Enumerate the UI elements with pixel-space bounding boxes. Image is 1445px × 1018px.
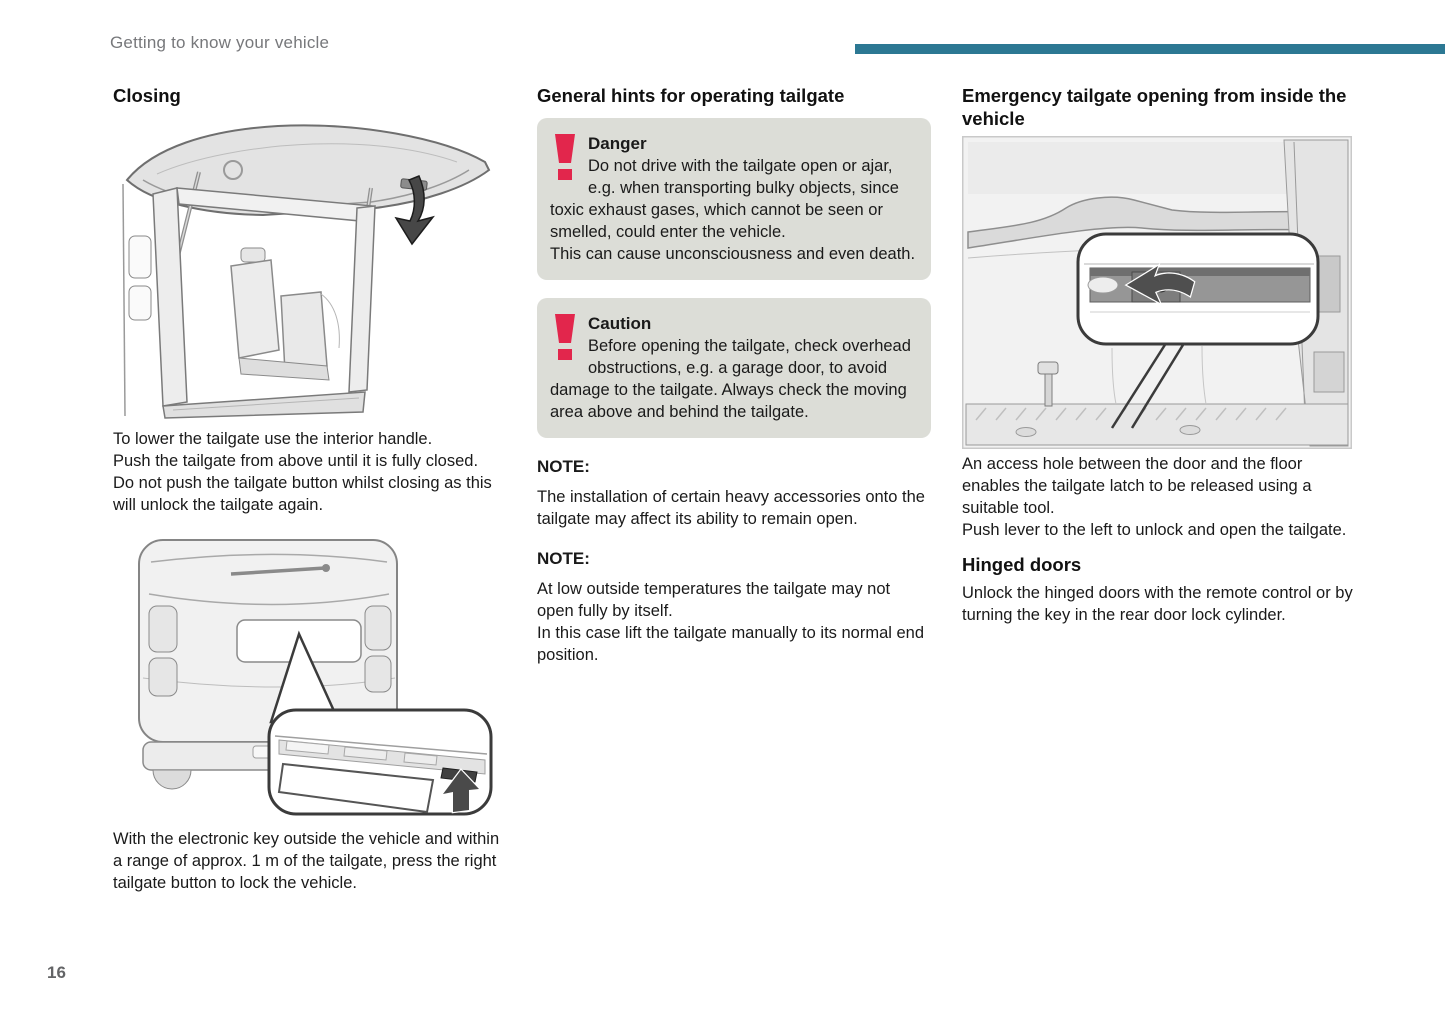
- section-heading-closing: Closing: [113, 85, 181, 106]
- paragraph-line: Do not drive with the tailgate open or a…: [550, 157, 899, 241]
- paragraph-line: To lower the tailgate use the interior h…: [113, 430, 433, 448]
- caution-box: Caution Before opening the tailgate, che…: [537, 298, 931, 438]
- paragraph-line: Push the tailgate from above until it is…: [113, 452, 479, 470]
- note-label: NOTE:: [537, 457, 590, 476]
- paragraph-line: Do not push the tailgate button whilst c…: [113, 474, 492, 514]
- caution-title: Caution: [588, 314, 652, 333]
- paragraph-line: Push lever to the left to unlock and ope…: [962, 521, 1347, 539]
- note-label: NOTE:: [537, 549, 590, 568]
- exclamation-icon: [555, 314, 575, 360]
- page-number: 16: [47, 963, 66, 982]
- arrow-down-icon: [394, 175, 435, 246]
- hinged-doors-paragraph: Unlock the hinged doors with the remote …: [962, 582, 1353, 626]
- access-hole-paragraph: An access hole between the door and the …: [962, 453, 1353, 541]
- closing-paragraph: To lower the tailgate use the interior h…: [113, 428, 506, 516]
- paragraph-line: In this case lift the tailgate manually …: [537, 624, 925, 664]
- van-rear-button-figure: [138, 539, 493, 816]
- section-heading-emergency-opening: Emergency tailgate opening from inside t…: [962, 85, 1347, 129]
- tailgate-inner-release-figure: [962, 136, 1352, 449]
- running-head: Getting to know your vehicle: [110, 33, 330, 52]
- exclamation-icon: [555, 134, 575, 180]
- arrow-up-icon: [440, 768, 482, 814]
- column-left: Closing To lower the tailgate use the in…: [113, 84, 506, 894]
- paragraph-line: The installation of certain heavy access…: [537, 488, 925, 528]
- section-heading-general-hints: General hints for operating tailgate: [537, 85, 845, 106]
- tailgate-open-interior-figure: [122, 124, 491, 419]
- caution-text: Before opening the tailgate, check overh…: [550, 335, 918, 423]
- paragraph-line: This can cause unconsciousness and even …: [550, 245, 916, 263]
- danger-text: Do not drive with the tailgate open or a…: [550, 155, 918, 265]
- paragraph-line: At low outside temperatures the tailgate…: [537, 580, 891, 620]
- danger-box: Danger Do not drive with the tailgate op…: [537, 118, 931, 280]
- section-heading-hinged-doors: Hinged doors: [962, 554, 1082, 575]
- note-text: The installation of certain heavy access…: [537, 486, 931, 530]
- danger-title: Danger: [588, 134, 647, 153]
- header-accent-bar: [855, 44, 1445, 54]
- paragraph-line: Unlock the hinged doors with the remote …: [962, 584, 1353, 624]
- paragraph-line: Before opening the tailgate, check overh…: [550, 337, 911, 421]
- note-text: At low outside temperatures the tailgate…: [537, 578, 931, 666]
- electronic-key-paragraph: With the electronic key outside the vehi…: [113, 828, 506, 894]
- paragraph-line: With the electronic key outside the vehi…: [113, 830, 500, 892]
- paragraph-line: An access hole between the door and the …: [962, 455, 1312, 517]
- column-middle: General hints for operating tailgate Dan…: [537, 84, 931, 666]
- arrow-left-curved-icon: [1124, 263, 1196, 306]
- column-right: Emergency tailgate opening from inside t…: [962, 84, 1353, 626]
